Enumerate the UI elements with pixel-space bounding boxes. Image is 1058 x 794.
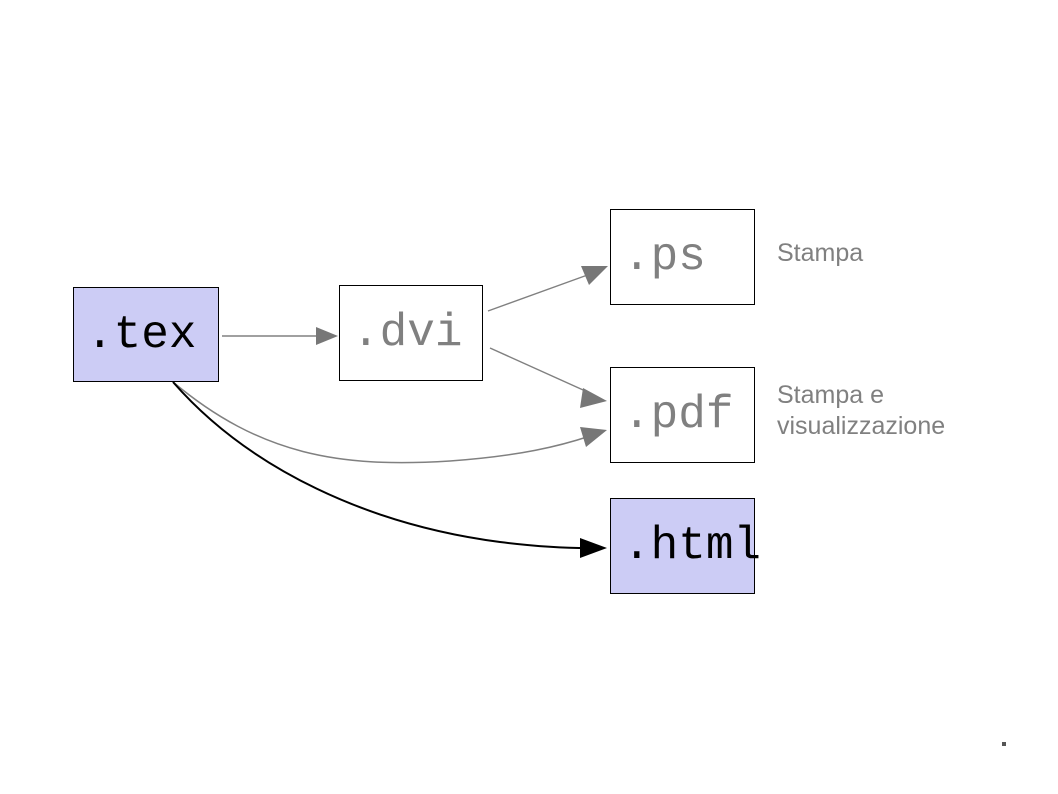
- node-ps[interactable]: .ps: [610, 209, 755, 305]
- node-pdf[interactable]: .pdf: [610, 367, 755, 463]
- annotation-stampa: Stampa: [777, 239, 864, 267]
- node-pdf-label: .pdf: [623, 389, 734, 441]
- corner-dot-mark: [1002, 742, 1006, 746]
- node-tex-label: .tex: [86, 308, 197, 361]
- edge-dvi-to-pdf: [489, 347, 607, 408]
- node-ps-label: .ps: [623, 231, 706, 283]
- node-html-label: .html: [623, 520, 762, 572]
- edge-tex-to-dvi: [222, 327, 338, 345]
- node-tex[interactable]: .tex: [73, 287, 219, 382]
- edge-dvi-to-ps: [487, 266, 608, 312]
- node-html[interactable]: .html: [610, 498, 761, 594]
- node-dvi-label: .dvi: [352, 307, 463, 359]
- annotation-stampa-visualizzazione: Stampa e visualizzazione: [777, 381, 946, 440]
- node-dvi[interactable]: .dvi: [339, 285, 483, 381]
- edge-tex-to-html: [172, 381, 607, 558]
- edge-tex-to-pdf: [172, 381, 607, 464]
